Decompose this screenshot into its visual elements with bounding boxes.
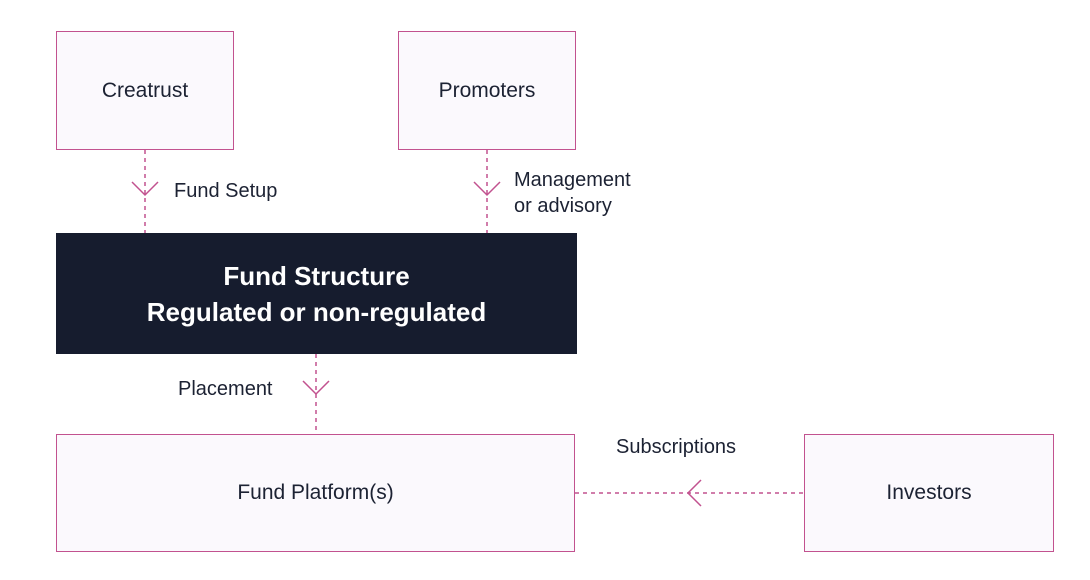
node-investors-label: Investors — [886, 481, 972, 504]
edge-label-management: Management or advisory — [514, 167, 631, 219]
edge-label-placement: Placement — [178, 378, 273, 400]
node-promoters-label: Promoters — [438, 78, 536, 102]
node-fund-structure-subtitle: Regulated or non-regulated — [146, 296, 487, 327]
edge-label-subscriptions: Subscriptions — [616, 436, 737, 458]
edge-label-management-line1: Management — [514, 169, 631, 191]
node-creatrust: Creatrust — [56, 31, 234, 150]
node-investors: Investors — [804, 434, 1054, 552]
node-fund-structure: Fund Structure Regulated or non-regulate… — [56, 233, 577, 354]
edge-subscriptions-arrowhead — [686, 479, 702, 507]
node-creatrust-label: Creatrust — [101, 78, 189, 102]
edge-placement-arrowhead — [302, 380, 330, 396]
edge-management-arrowhead — [473, 181, 501, 197]
node-fund-platform-label: Fund Platform(s) — [237, 481, 394, 504]
node-fund-platform: Fund Platform(s) — [56, 434, 575, 552]
edge-fund-setup-arrowhead — [131, 181, 159, 197]
node-promoters: Promoters — [398, 31, 576, 150]
node-fund-structure-title: Fund Structure — [223, 260, 410, 291]
edge-label-fund-setup: Fund Setup — [174, 180, 278, 202]
edge-label-management-line2: or advisory — [514, 195, 612, 217]
